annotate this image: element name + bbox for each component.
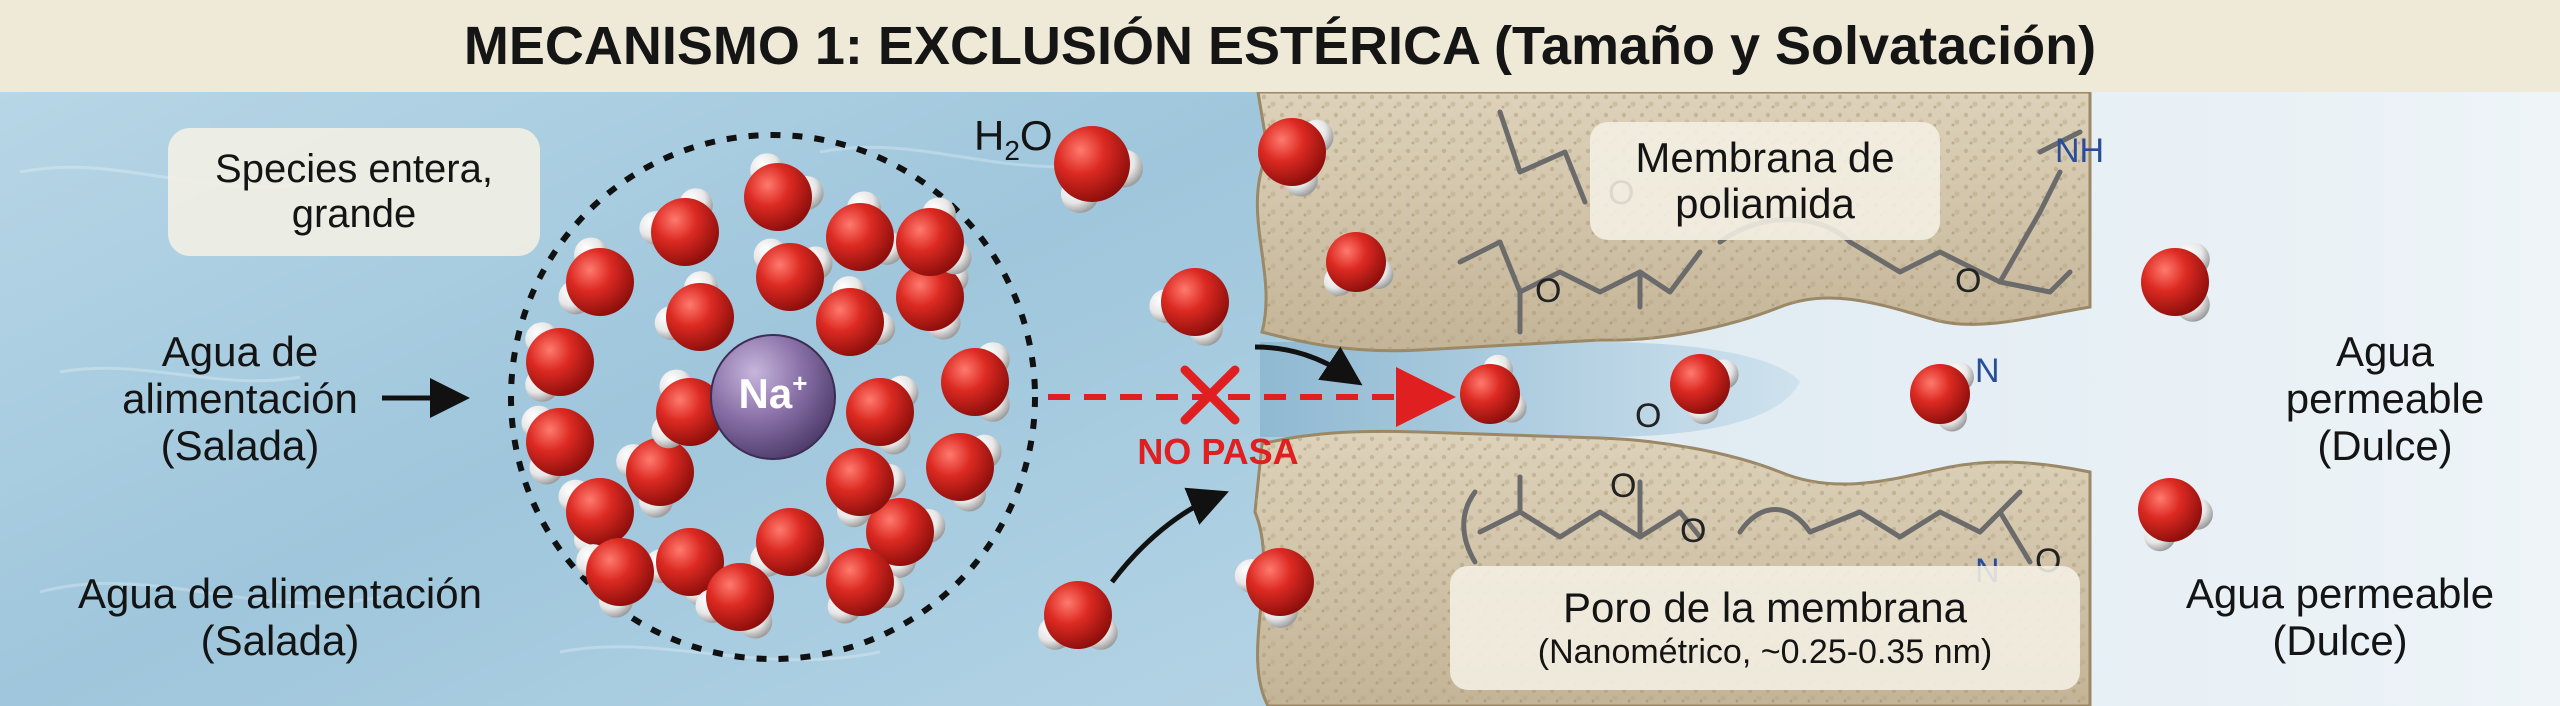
water-molecule [639,188,719,266]
water-entry-arrow-bottom [1110,487,1229,584]
hydration-shell-molecules [521,153,1010,639]
hydration-shell-boundary [508,132,1038,662]
svg-text:O: O [1635,397,1661,435]
svg-text:O: O [1610,467,1636,505]
sodium-ion-label: Na+ [738,368,808,417]
water-molecule [826,448,906,528]
water-molecule [750,508,830,577]
water-molecule [654,271,734,351]
page-title: MECANISMO 1: EXCLUSIÓN ESTÉRICA (Tamaño … [463,16,2097,76]
water-molecule [2138,478,2213,552]
water-molecule [695,563,774,639]
free-water-molecules [1038,118,2213,650]
svg-text:NH: NH [2055,132,2104,170]
water-molecule [941,342,1010,422]
permeate-label-top: Agua permeable (Dulce) [2285,328,2485,470]
water-molecule [816,276,896,356]
water-molecule [826,191,904,271]
water-molecule [1258,118,1334,197]
x-mark-icon [1180,365,1240,425]
svg-text:N: N [1975,352,2000,390]
water-molecule [2141,242,2210,322]
svg-text:O: O [1680,512,1706,550]
water-molecule [1910,361,1974,432]
sodium-ion [710,334,836,460]
pore-label-box: Poro de la membrana (Nanométrico, ~0.25-… [1450,566,2080,690]
water-molecule [1038,581,1118,650]
water-molecule [753,238,833,311]
feed-water-label-bottom: Agua de alimentación (Salada) [78,570,482,665]
water-molecule [576,538,654,618]
species-label-box: Species entera, grande [168,128,540,256]
water-molecule [744,153,824,231]
permeate-label-bottom: Agua permeable (Dulce) [2185,570,2495,665]
water-molecule [826,548,905,624]
water-molecule [651,369,724,449]
svg-text:O: O [1535,272,1561,310]
water-entry-arrow-top [1254,344,1363,386]
water-molecule [896,197,972,276]
species-label-line1: Species entera, [215,147,493,192]
membrane-label-box: Membrana de poliamida [1590,122,1940,240]
water-molecule [926,433,1002,512]
water-molecule [1234,548,1314,628]
water-molecule [1460,354,1527,424]
water-molecule [1149,268,1229,346]
no-pass-label: NO PASA [1137,431,1299,472]
water-molecule [1323,232,1394,296]
svg-text:O: O [1955,262,1981,300]
species-label-line2: grande [291,192,417,236]
water-molecule [558,237,634,316]
water-molecule [616,438,694,518]
water-molecule [1054,126,1143,213]
title-bar: MECANISMO 1: EXCLUSIÓN ESTÉRICA (Tamaño … [0,0,2560,94]
water-molecule [521,405,594,485]
water-formula-label: H2O [974,112,1053,166]
polyamide-chain-bottom [1461,474,2033,565]
water-molecule [1670,354,1739,425]
water-molecule [866,498,946,578]
pore-channel [1260,342,1800,437]
water-molecule [846,375,919,455]
feed-water-label-top: Agua de alimentación (Salada) [122,328,358,470]
water-molecule [525,322,594,402]
